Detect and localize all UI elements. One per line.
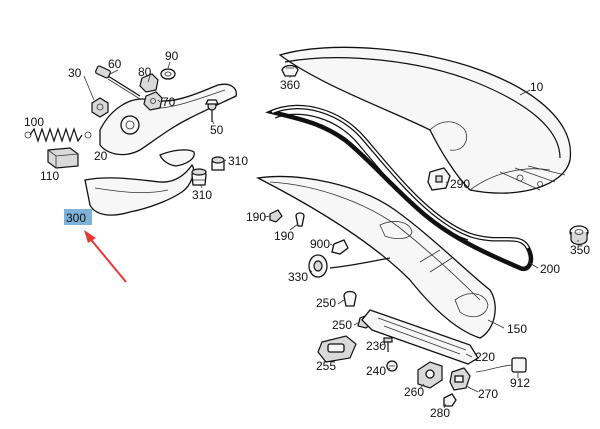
buffer-part-350	[569, 225, 589, 246]
callout-190-b: 190	[274, 229, 294, 243]
washer-part-90	[160, 68, 176, 80]
callout-350: 350	[570, 243, 590, 257]
callout-260: 260	[404, 385, 424, 399]
callout-80: 80	[138, 65, 152, 79]
callout-300: 300	[66, 211, 86, 225]
callout-290: 290	[450, 177, 470, 191]
callout-90: 90	[165, 49, 179, 63]
pad-part	[47, 147, 79, 169]
callout-280: 280	[430, 406, 450, 420]
handle-strip-part-220	[361, 309, 479, 365]
callout-310-a: 310	[228, 154, 248, 168]
callout-70: 70	[162, 95, 176, 109]
bolt-part-60	[95, 65, 141, 100]
lock-part-290	[427, 167, 451, 191]
bushing-part-70	[143, 91, 163, 111]
plug-part-310-upper	[211, 156, 225, 171]
callout-60: 60	[108, 57, 122, 71]
part-250-upper	[343, 290, 357, 307]
callout-30: 30	[68, 66, 82, 80]
trunk-lid-part	[278, 46, 572, 194]
camera-part-260	[417, 361, 443, 389]
callout-310-b: 310	[192, 188, 212, 202]
part-330	[308, 254, 391, 278]
callout-190-a: 190	[246, 210, 266, 224]
red-pointer-arrow	[84, 230, 127, 283]
callout-330: 330	[288, 270, 308, 284]
callout-360: 360	[280, 78, 300, 92]
callout-255: 255	[316, 359, 336, 373]
callout-110: 110	[40, 169, 59, 183]
spring-part	[24, 127, 92, 143]
clip-part-80	[139, 73, 159, 93]
nut-part-30	[91, 97, 109, 118]
leader-lines	[83, 61, 579, 409]
callout-250-a: 250	[316, 296, 336, 310]
lamp-part-255	[317, 335, 357, 363]
callout-200: 200	[540, 262, 560, 276]
callout-912: 912	[510, 376, 530, 390]
trunk-seal-part	[265, 104, 534, 272]
callout-230: 230	[366, 339, 386, 353]
part-900	[331, 239, 349, 255]
callout-300-highlight	[64, 209, 92, 225]
callout-250-b: 250	[332, 318, 352, 332]
callout-50: 50	[210, 123, 224, 137]
inner-lining-part	[255, 175, 496, 339]
callout-220: 220	[475, 350, 495, 364]
clip-part-360	[281, 64, 299, 77]
clip-part-190-b	[295, 212, 305, 227]
hinge-arm-part	[99, 83, 237, 156]
part-230	[383, 337, 393, 352]
screw-part-50	[204, 99, 220, 122]
part-280	[443, 393, 457, 407]
callout-20: 20	[94, 149, 108, 163]
callout-100: 100	[24, 115, 44, 129]
callout-150: 150	[507, 322, 527, 336]
callout-240: 240	[366, 364, 386, 378]
callout-900: 900	[310, 237, 330, 251]
plug-part-310-lower	[191, 168, 207, 186]
callout-270: 270	[478, 387, 498, 401]
switch-part-270	[449, 367, 471, 391]
callout-10: 10	[530, 80, 544, 94]
connector-part-912	[475, 357, 527, 373]
clip-part-190-a	[269, 209, 283, 223]
